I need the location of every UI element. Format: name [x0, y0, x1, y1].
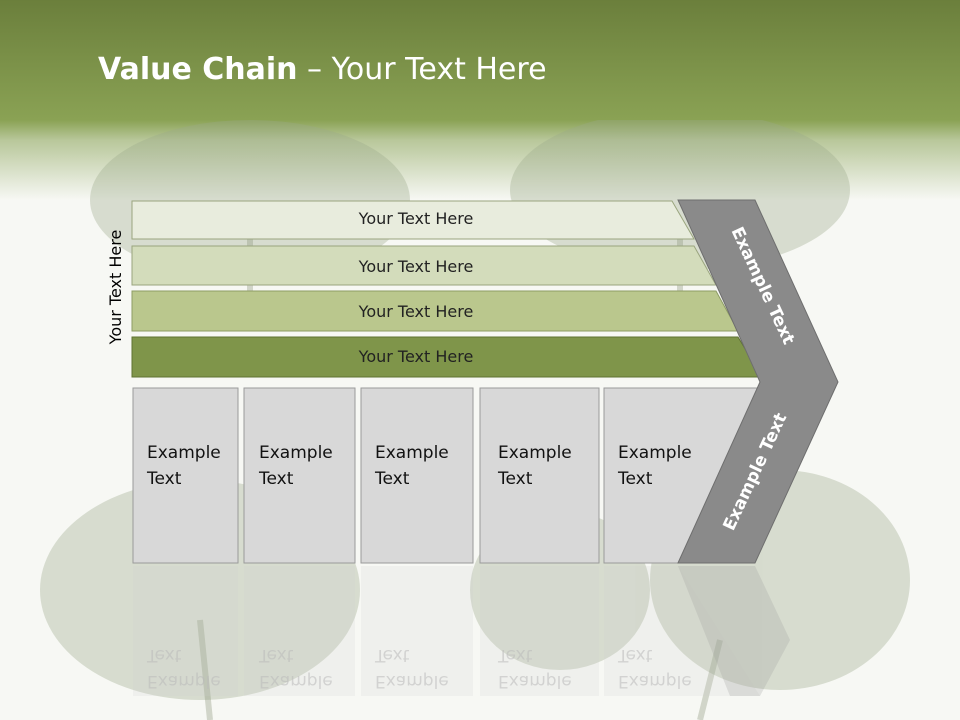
header-bar [0, 0, 960, 200]
chevron-reflection [678, 566, 790, 696]
band-2 [131, 245, 717, 286]
column-1 [132, 387, 239, 564]
chevron-arrow [677, 199, 839, 564]
band-3 [131, 290, 739, 332]
band-1 [131, 200, 695, 240]
page-title: Value Chain – Your Text Here [98, 52, 547, 87]
column-3 [360, 387, 474, 564]
column-2 [243, 387, 356, 564]
band-4 [131, 336, 763, 378]
column-4 [479, 387, 600, 564]
